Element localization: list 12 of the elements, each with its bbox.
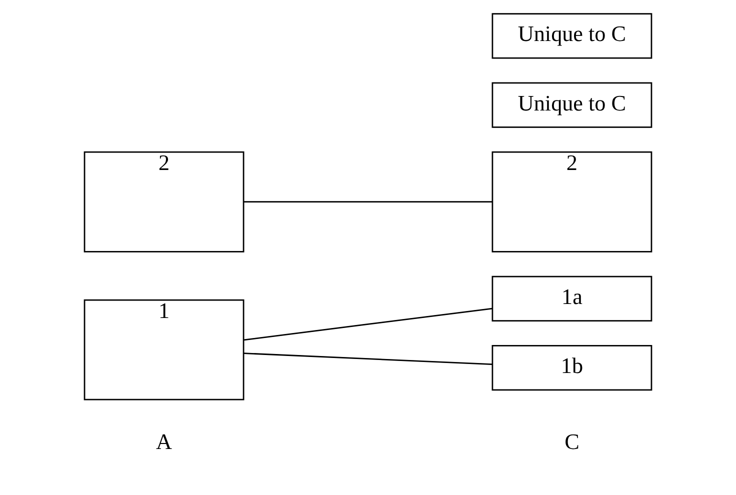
node-box: Unique to C [492, 82, 652, 128]
node-box: 2 [84, 151, 244, 252]
connector [244, 352, 492, 366]
connector [244, 308, 492, 341]
node-box: 1b [492, 344, 652, 391]
node-box: 1 [84, 299, 244, 400]
label: A [156, 429, 172, 454]
node-box: 1a [492, 276, 652, 322]
node-box: 2 [492, 151, 652, 252]
label: C [564, 429, 580, 454]
connector [244, 201, 492, 203]
node-box: Unique to C [492, 13, 652, 59]
